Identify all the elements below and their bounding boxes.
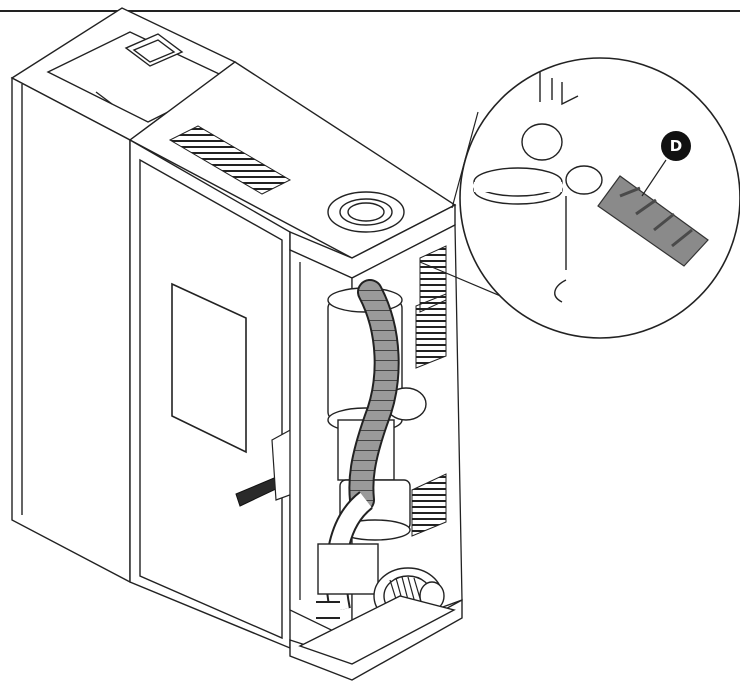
detail-hose [597,175,709,267]
callout-d-marker: D [641,131,691,197]
flexible-hose [348,279,400,513]
door-glass-window [171,282,247,454]
base-tray [289,595,463,681]
detail-magnifier [419,57,740,339]
top-border-line [0,10,740,12]
detail-flue-connection [473,72,603,303]
callout-d-label: D [670,137,682,155]
top-air-vents [168,125,292,195]
top-plate [289,191,456,279]
side-grilles [411,245,447,537]
